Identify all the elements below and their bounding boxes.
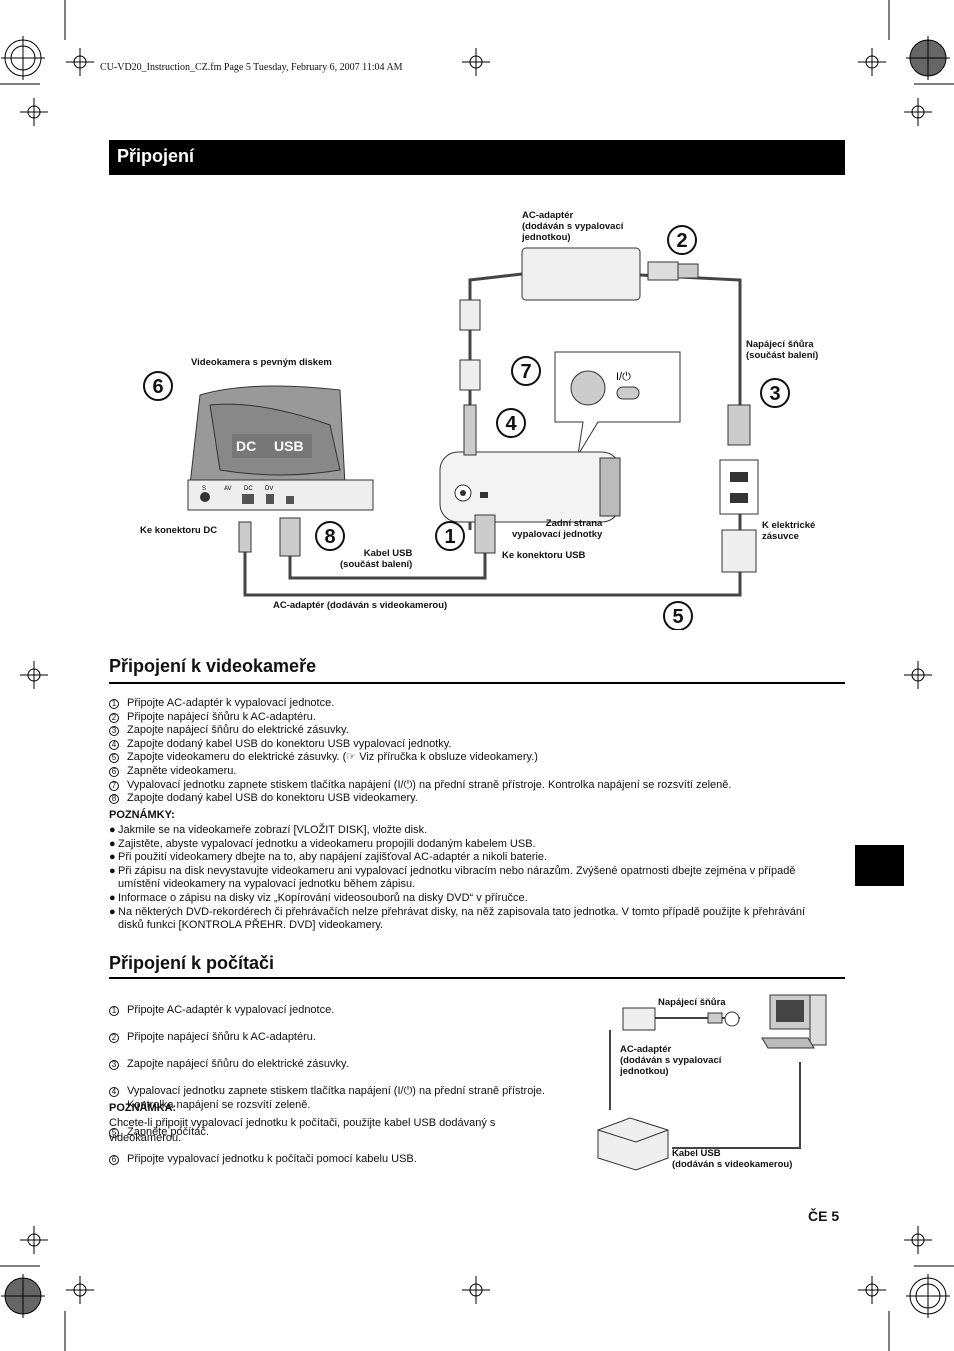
- section-title-computer: Připojení k počítači: [109, 953, 275, 973]
- power-plug-icon: [647, 261, 699, 281]
- label-rear-side: Zadní strana vypalovací jednotky: [512, 518, 603, 540]
- computer-icon: [761, 994, 827, 1049]
- label-camcorder: Videokamera s pevným diskem: [191, 357, 332, 368]
- section-divider: [109, 682, 845, 684]
- label-ac-adapter-bottom: AC-adaptér (dodáván s videokamerou): [273, 600, 448, 611]
- camcorder-icon: DC USB S AV DC DV: [187, 385, 374, 511]
- power-button-callout: I/⏻: [554, 351, 681, 456]
- wall-plug-icon: [719, 404, 759, 573]
- dvd-burner-icon: [597, 1117, 669, 1171]
- callout-8: 8: [315, 521, 345, 551]
- ac-adapter-icon: [622, 1007, 656, 1031]
- power-symbol: I/⏻: [616, 371, 631, 383]
- callout-1: 1: [435, 521, 465, 551]
- label-pc-power-cord: Napájecí šňůra: [658, 997, 726, 1008]
- note-text: Chcete-li připojit vypalovací jednotku k…: [109, 1117, 496, 1144]
- svg-text:3: 3: [769, 383, 780, 405]
- crop-target-icon: [1, 36, 45, 80]
- svg-text:S: S: [202, 486, 206, 492]
- camera-dc-label: DC: [236, 438, 256, 454]
- svg-text:6: 6: [152, 376, 163, 398]
- camcorder-connection-diagram: I/⏻ DC USB S AV DC DV 1 2: [143, 225, 790, 630]
- svg-text:DV: DV: [265, 486, 273, 492]
- camera-usb-label: USB: [274, 438, 304, 454]
- list-item: ●Při zápisu na disk nevystavujte videoka…: [109, 864, 796, 891]
- callout-4: 4: [496, 408, 526, 438]
- svg-text:8: 8: [324, 526, 335, 548]
- section-divider: [109, 977, 845, 979]
- svg-text:5: 5: [672, 606, 683, 628]
- svg-text:7: 7: [520, 361, 531, 383]
- svg-text:AV: AV: [224, 486, 232, 492]
- callout-6: 6: [143, 371, 173, 401]
- section-title-camcorder: Připojení k videokameře: [109, 656, 317, 676]
- svg-text:4: 4: [505, 413, 517, 435]
- label-outlet: K elektrické zásuvce: [762, 520, 816, 542]
- label-ac-adapter-top: AC-adaptér (dodáván s vypalovací jednotk…: [522, 210, 624, 243]
- list-item: ●Zajistěte, abyste vypalovací jednotku a…: [109, 837, 536, 850]
- svg-text:DC: DC: [244, 486, 253, 492]
- page-title-bar: Připojení: [109, 140, 845, 175]
- crop-target-icon: [906, 36, 950, 80]
- callout-7: 7: [511, 356, 541, 386]
- list-item: ●Jakmile se na videokameře zobrazí [VLOŽ…: [109, 824, 428, 836]
- print-header: CU-VD20_Instruction_CZ.fm Page 5 Tuesday…: [100, 62, 403, 73]
- notes-heading: POZNÁMKY:: [109, 809, 175, 821]
- section-side-tab: [855, 845, 904, 886]
- list-item: ●Při použití videokamery dbejte na to, a…: [109, 851, 548, 864]
- ac-adapter-icon: [521, 247, 641, 301]
- label-usb-cable: Kabel USB (součást balení): [340, 548, 413, 570]
- label-usb-connector: Ke konektoru USB: [502, 550, 586, 561]
- label-power-cord: Napájecí šňůra (součást balení): [746, 339, 819, 361]
- svg-text:1: 1: [444, 526, 455, 548]
- list-item: ●Informace o zápisu na disky viz „Kopíro…: [109, 891, 528, 904]
- callout-2: 2: [667, 225, 697, 255]
- label-pc-ac-adapter: AC-adaptér (dodáván s vypalovací jednotk…: [620, 1044, 722, 1077]
- callout-5: 5: [663, 601, 693, 630]
- power-plug-icon: [707, 1011, 740, 1027]
- label-dc-connector: Ke konektoru DC: [140, 525, 218, 536]
- page-title: Připojení: [117, 146, 195, 166]
- callout-3: 3: [760, 378, 790, 408]
- svg-text:2: 2: [676, 230, 687, 252]
- note-heading: POZNÁMKA:: [109, 1102, 177, 1114]
- crop-target-icon: [1, 1274, 45, 1318]
- list-item: ●Na některých DVD-rekordérech či přehráv…: [109, 905, 806, 932]
- label-pc-usb-cable: Kabel USB (dodáván s videokamerou): [672, 1148, 793, 1170]
- page-number: ČE 5: [808, 1208, 840, 1224]
- computer-connection-diagram: [597, 994, 827, 1171]
- dvd-burner-icon: [439, 451, 621, 523]
- crop-target-icon: [906, 1274, 950, 1318]
- notes-list: ●Jakmile se na videokameře zobrazí [VLOŽ…: [109, 824, 831, 933]
